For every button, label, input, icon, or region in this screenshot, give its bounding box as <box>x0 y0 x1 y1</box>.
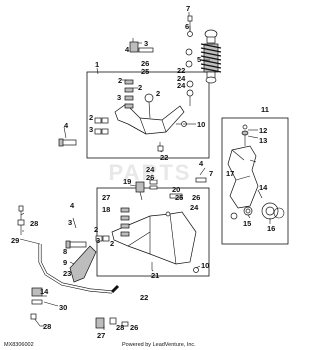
watermark: PARTS <box>109 160 192 185</box>
shock-top-nut <box>187 31 193 37</box>
steering-knuckle <box>227 145 259 209</box>
callout-14: 14 <box>259 183 268 192</box>
callout-3-upper: 3 <box>144 39 148 48</box>
stabilizer-bar <box>38 244 120 294</box>
lower-bolt-3-and-washer-4 <box>135 181 145 201</box>
callout-7-lower: 7 <box>209 169 213 178</box>
knuckle-ball-stud <box>241 124 249 146</box>
upper-ball-joint <box>186 80 194 106</box>
callout-22-upper: 22 <box>177 66 185 75</box>
callout-23: 23 <box>63 269 71 278</box>
stabilizer-clamp-bottom <box>95 317 129 329</box>
callout-20: 20 <box>172 185 180 194</box>
stabilizer-bolt-28 <box>30 313 41 327</box>
callout-4-lower-left: 4 <box>70 201 75 210</box>
callout-29: 29 <box>11 236 19 245</box>
exploded-parts-diagram: PARTS 7 6 5 3 4 1 2 2 2 <box>4 4 289 348</box>
callout-22-lower: 22 <box>140 293 148 302</box>
shock-washer <box>185 48 193 56</box>
callout-24-lower: 24 <box>146 165 155 174</box>
callout-24-lower-b: 24 <box>190 203 199 212</box>
callout-2-upper-d: 2 <box>89 113 93 122</box>
callout-26-lower: 26 <box>146 173 154 182</box>
lower-small-parts-24-26 <box>149 177 207 190</box>
callout-3-upper-b: 3 <box>117 93 121 102</box>
credit-text: Powered by LeadVenture, Inc. <box>122 342 196 348</box>
callout-18: 18 <box>102 205 110 214</box>
stabilizer-bushings-14 <box>31 287 43 305</box>
upper-bolt-3-and-washer-4 <box>129 38 154 53</box>
callout-16: 16 <box>267 224 275 233</box>
callout-28-bottom-right: 28 <box>116 323 124 332</box>
shock-absorber <box>200 29 222 84</box>
lower-control-arm <box>111 211 197 265</box>
lower-pivot-bolt <box>65 240 87 249</box>
callout-24-upper-a: 24 <box>177 74 186 83</box>
callout-14-lower: 14 <box>40 287 49 296</box>
callout-5: 5 <box>197 55 201 64</box>
stabilizer-link-left <box>17 205 25 235</box>
callout-17: 17 <box>226 169 234 178</box>
steering-knuckle-group-box <box>221 117 289 245</box>
upper-control-arm <box>114 93 185 135</box>
callout-3-upper-c: 3 <box>89 125 93 134</box>
callout-28-bottom: 28 <box>43 322 51 331</box>
upper-control-arm-group-box <box>86 71 210 159</box>
callout-9: 9 <box>63 258 67 267</box>
callout-3-lower-b: 3 <box>96 236 100 245</box>
leader-lines <box>19 12 271 330</box>
lower-bolt-20 <box>169 193 183 199</box>
callout-7-top: 7 <box>186 4 190 13</box>
callout-1: 1 <box>95 60 99 69</box>
lower-bushings <box>95 207 130 242</box>
callout-22-upper-b: 22 <box>160 153 168 162</box>
callout-27-bottom: 27 <box>97 331 105 340</box>
lower-nut-10 <box>193 267 199 273</box>
callout-13: 13 <box>259 136 267 145</box>
callout-24-upper-b: 24 <box>177 81 186 90</box>
callout-4-upper-b: 4 <box>64 121 69 130</box>
callout-2-lower-b: 2 <box>110 239 114 248</box>
callout-19: 19 <box>123 177 131 186</box>
callout-26-bottom: 26 <box>130 323 138 332</box>
callout-25-upper: 25 <box>141 67 149 76</box>
callout-25-lower: 25 <box>175 193 183 202</box>
callout-12: 12 <box>259 126 267 135</box>
callout-15: 15 <box>243 219 251 228</box>
callout-2-upper-c: 2 <box>156 89 160 98</box>
callout-27: 27 <box>102 193 110 202</box>
callout-26-lower-b: 26 <box>192 193 200 202</box>
snap-ring <box>273 207 285 219</box>
callout-6: 6 <box>185 22 189 31</box>
callout-11: 11 <box>261 105 269 114</box>
callout-2-lower-a: 2 <box>94 225 98 234</box>
upper-cotter-22 <box>157 142 164 152</box>
stabilizer-shield <box>69 245 97 283</box>
callout-3-lower: 3 <box>68 218 72 227</box>
callout-8: 8 <box>63 247 67 256</box>
shock-nut <box>185 60 193 68</box>
callout-26-upper: 26 <box>141 59 149 68</box>
document-code: MX8306002 <box>4 342 34 348</box>
callout-28-left: 28 <box>30 219 38 228</box>
callout-10-lower: 10 <box>201 261 209 270</box>
lower-ball-joint-15 <box>243 206 253 216</box>
callout-21: 21 <box>151 271 159 280</box>
upper-bushings <box>94 79 134 135</box>
knuckle-washer <box>230 212 238 220</box>
callout-30: 30 <box>59 303 67 312</box>
callout-2-upper-b: 2 <box>138 83 142 92</box>
callout-2-upper-a: 2 <box>118 76 122 85</box>
callout-10-upper: 10 <box>197 120 205 129</box>
callout-4-lower-right: 4 <box>199 159 204 168</box>
upper-pivot-bolt <box>58 138 77 147</box>
callout-4-upper: 4 <box>125 45 130 54</box>
